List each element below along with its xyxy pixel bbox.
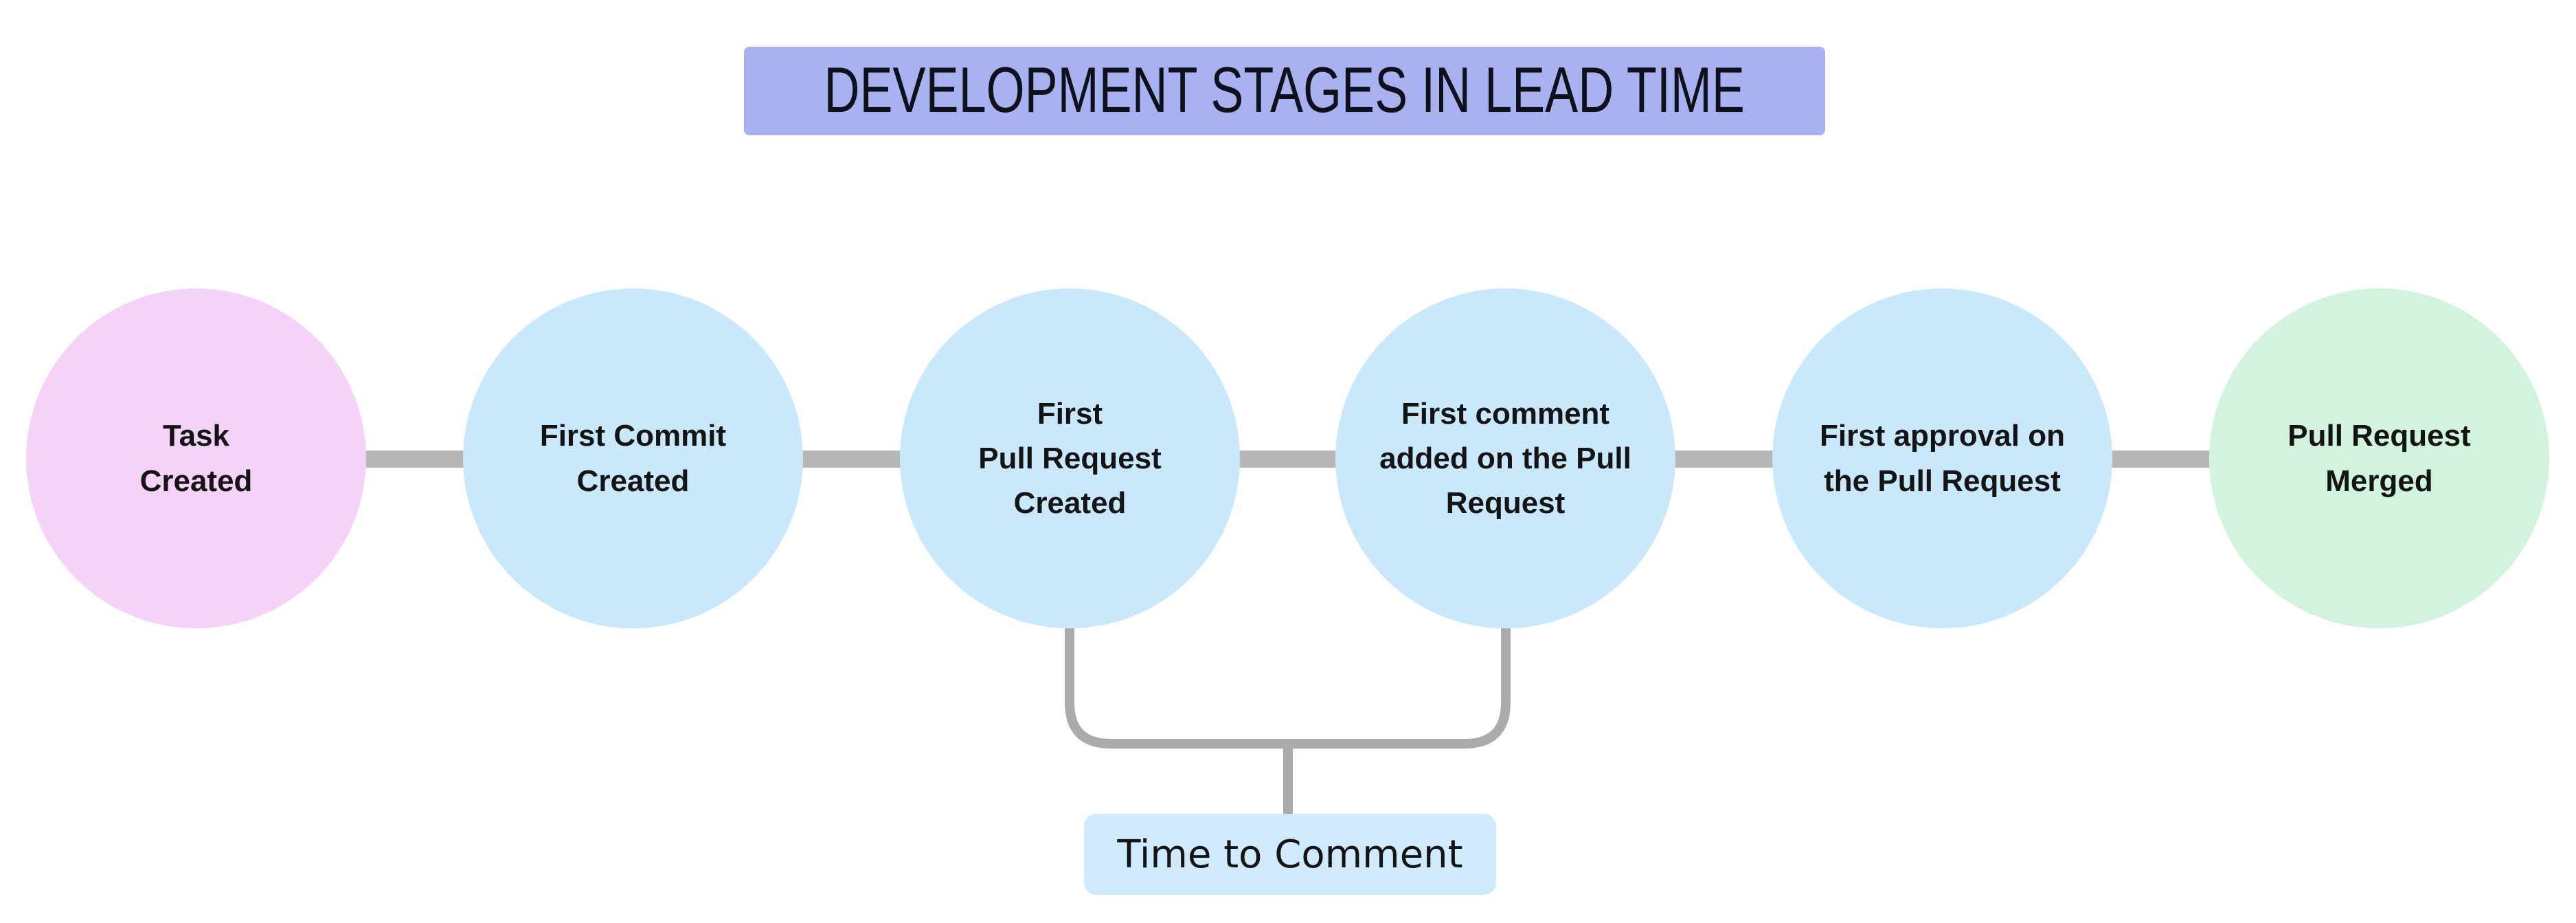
time-to-comment-box: Time to Comment: [1084, 814, 1496, 895]
stage-label: Pull Request Merged: [2287, 419, 2471, 498]
stage-circle-first-pull-request-created: First Pull Request Created: [900, 288, 1240, 628]
stage-label: First Pull Request Created: [978, 396, 1162, 521]
title-banner: DEVELOPMENT STAGES IN LEAD TIME: [744, 47, 1825, 135]
stage-label: Task Created: [139, 419, 253, 498]
bracket-path: [1065, 618, 1511, 819]
stage-circle-first-approval: First approval on the Pull Request: [1772, 288, 2112, 628]
stage-circle-pull-request-merged: Pull Request Merged: [2209, 288, 2549, 628]
page-title: DEVELOPMENT STAGES IN LEAD TIME: [824, 54, 1745, 126]
stage-label: First Commit Created: [539, 419, 727, 498]
stage-label: First approval on the Pull Request: [1820, 419, 2065, 498]
time-to-comment-label: Time to Comment: [1117, 832, 1463, 877]
stage-circle-first-commit-created: First Commit Created: [463, 288, 803, 628]
stage-circle-task-created: Task Created: [26, 288, 366, 628]
stage-circle-first-comment-added: First comment added on the Pull Request: [1335, 288, 1675, 628]
stage-label: First comment added on the Pull Request: [1379, 396, 1631, 521]
